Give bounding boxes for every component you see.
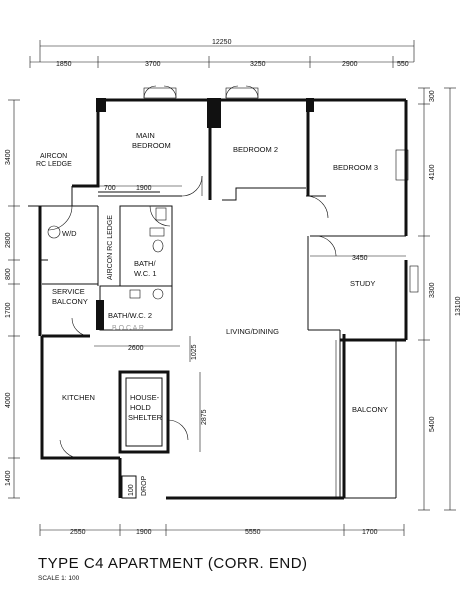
label-main-bedroom-line1: MAIN [136,131,155,140]
dim-inner-1025: 1025 [191,344,198,360]
dim-top-2: 3700 [145,61,161,68]
interior-walls [40,100,406,499]
label-shelter-line3: SHELTER [128,413,163,422]
dim-inner-2875: 2875 [201,409,208,425]
label-living-dining: LIVING/DINING [226,327,279,336]
dim-inner-2600: 2600 [128,345,144,352]
dim-top-4: 2900 [342,61,358,68]
bottom-dimension-lines: 2550 1900 5550 1700 [39,524,405,536]
dim-left-1: 3400 [5,149,12,165]
dim-bottom-3: 5550 [245,529,261,536]
top-dimension-lines: 12250 1850 3700 3250 2900 550 [29,39,415,68]
label-aircon-ledge-vertical: AIRCON RC LEDGE [107,215,114,280]
label-shelter-line1: HOUSE- [130,393,160,402]
dim-right-3: 3300 [429,282,436,298]
label-balcony: BALCONY [352,405,388,414]
room-labels: MAIN BEDROOM BEDROOM 2 BEDROOM 3 AIRCON … [36,131,388,496]
dim-bottom-4: 1700 [362,529,378,536]
label-bath-2: BATH/W.C. 2 [108,311,152,320]
label-bath-1-line2: W.C. 1 [134,269,157,278]
label-bath-1-line1: BATH/ [134,259,156,268]
label-aircon-line1: AIRCON [40,153,67,160]
label-refuse-chute: DROP [141,475,148,496]
dim-left-4: 1700 [5,302,12,318]
label-bedroom-2: BEDROOM 2 [233,145,278,154]
structural-columns [96,98,314,330]
plan-scale: SCALE 1: 100 [38,575,80,582]
dim-right-2: 4100 [429,164,436,180]
dim-right-4: 5400 [429,416,436,432]
dim-left-5: 4000 [5,392,12,408]
left-dimension-lines: 3400 2800 800 1700 4000 1400 [5,99,20,499]
dim-inner-1900: 1900 [136,185,152,192]
dim-right-1: 300 [429,90,436,102]
label-washing-machine: W/D [62,229,77,238]
plan-title: TYPE C4 APARTMENT (CORR. END) [38,555,308,572]
label-kitchen: KITCHEN [62,393,95,402]
windows [143,85,419,293]
watermark: B O C A R [112,325,144,332]
dim-inner-3450: 3450 [352,255,368,262]
label-study: STUDY [350,279,375,288]
dim-right-overall: 13100 [455,296,462,316]
dim-overall-width: 12250 [212,39,232,46]
label-shelter-line2: HOLD [130,403,151,412]
label-bedroom-3: BEDROOM 3 [333,163,378,172]
right-dimension-lines: 300 4100 3300 5400 13100 [418,87,462,511]
dim-top-5: 550 [397,61,409,68]
inner-dimension-lines: 700 1900 3450 2600 1025 2875 [94,185,406,452]
fixtures [47,207,167,300]
dim-bottom-2: 1900 [136,529,152,536]
label-main-bedroom-line2: BEDROOM [132,141,171,150]
dim-left-3: 800 [5,268,12,280]
dim-top-3: 3250 [250,61,266,68]
dim-top-1: 1850 [56,61,72,68]
dim-left-2: 2800 [5,232,12,248]
label-refuse-chute-size: 100 [128,484,135,496]
label-service-balcony-line1: SERVICE [52,287,85,296]
dim-bottom-1: 2550 [70,529,86,536]
door-swings [47,175,337,459]
balcony-edges [335,330,397,499]
label-aircon-line2: RC LEDGE [36,161,72,168]
dim-left-6: 1400 [5,470,12,486]
label-service-balcony-line2: BALCONY [52,297,88,306]
dim-inner-700: 700 [104,185,116,192]
